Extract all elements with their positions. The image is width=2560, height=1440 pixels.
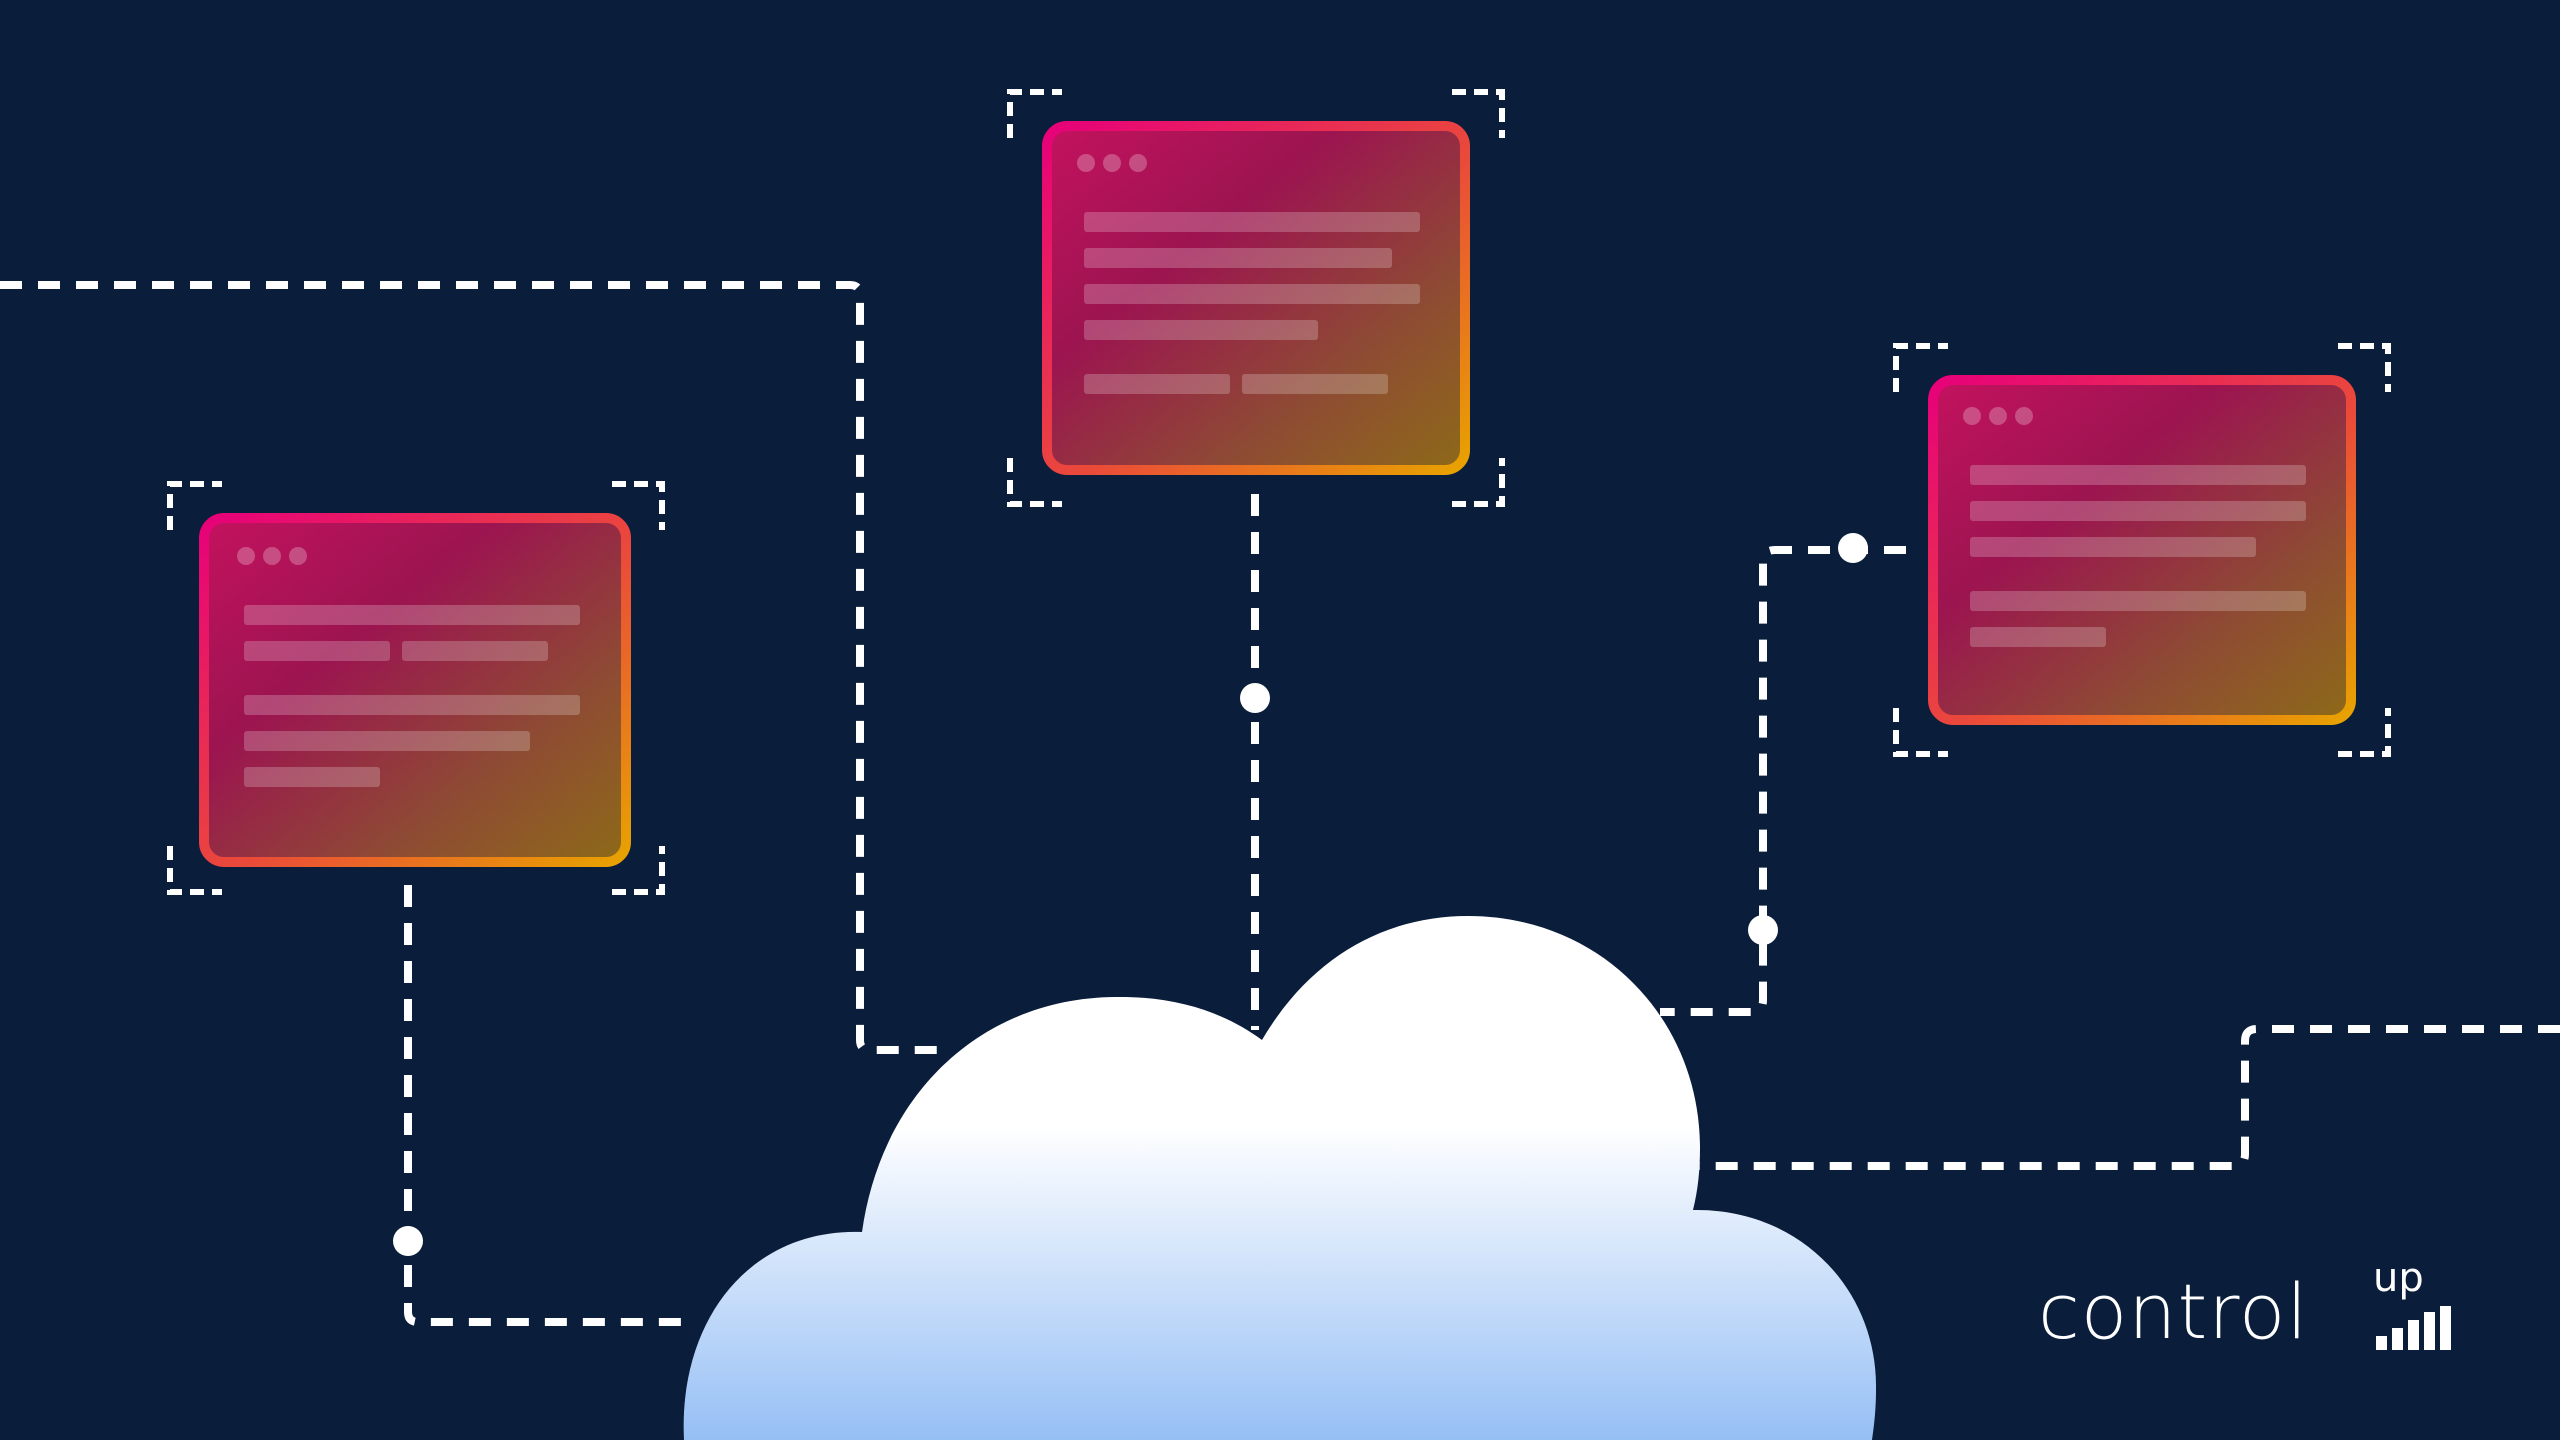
window-right — [1893, 343, 2391, 757]
window-left — [167, 481, 665, 895]
window-center — [1007, 89, 1505, 507]
focus-brackets — [1893, 343, 2391, 757]
window-controls — [1077, 154, 1147, 172]
text-lines — [244, 605, 580, 787]
window-controls — [237, 547, 307, 565]
window-controls — [1963, 407, 2033, 425]
connector-nodes — [393, 533, 1868, 1256]
connector-top-left — [0, 281, 950, 1054]
node-center — [1240, 683, 1270, 713]
window-frame — [1042, 121, 1470, 475]
window-frame — [1928, 375, 2356, 725]
node-left — [393, 1226, 423, 1256]
node-right-bottom — [1748, 915, 1778, 945]
logo-superscript: up — [2373, 1255, 2424, 1301]
connector-lines — [0, 281, 2560, 1326]
connector-bottom-right — [1650, 1025, 2560, 1170]
text-lines — [1970, 465, 2306, 647]
text-lines — [1084, 212, 1420, 394]
controlup-logo: control up — [2038, 1258, 2468, 1356]
cloud-shape — [683, 916, 1877, 1440]
node-right-top — [1838, 533, 1868, 563]
logo-wordmark: control — [2038, 1267, 2309, 1356]
connector-right-window — [1660, 546, 1906, 1016]
window-frame — [199, 513, 631, 867]
signal-bars-icon — [2376, 1306, 2456, 1350]
connector-left-window — [404, 885, 690, 1326]
focus-brackets — [167, 481, 665, 895]
focus-brackets — [1007, 89, 1505, 507]
